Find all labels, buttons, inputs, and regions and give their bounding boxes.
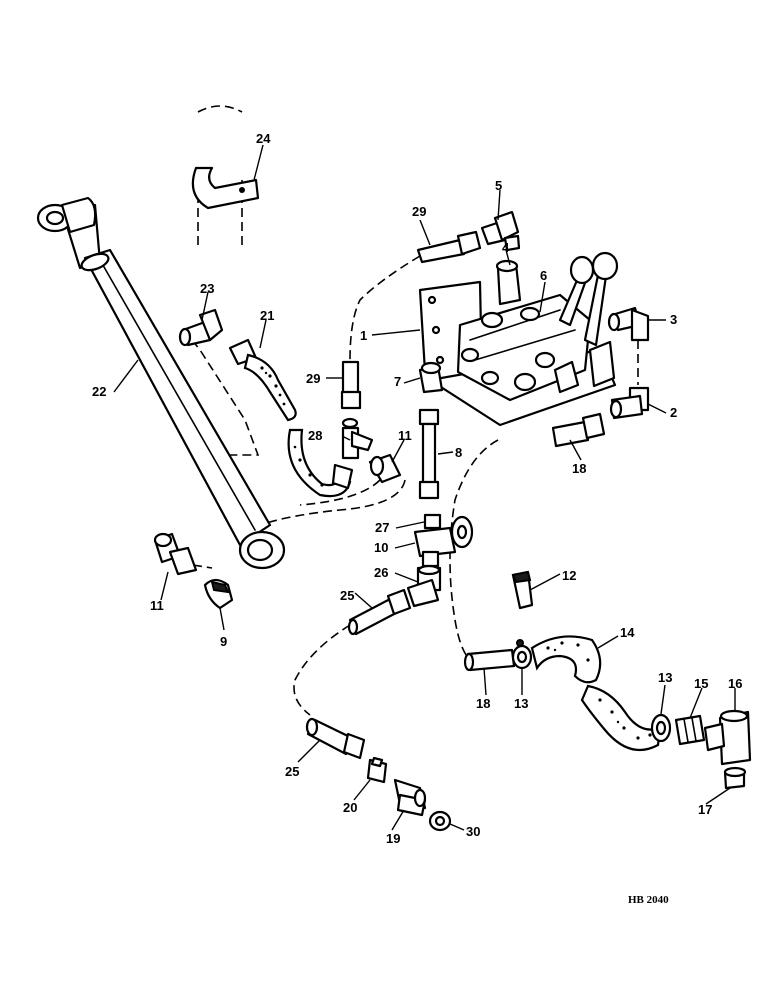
callout-26: 26 xyxy=(374,565,388,580)
tube-29-lower xyxy=(340,360,362,410)
callout-29-upper: 29 xyxy=(412,204,426,219)
callout-23: 23 xyxy=(200,281,214,296)
fitting-20 xyxy=(366,756,388,784)
connector-11-upper xyxy=(368,453,402,484)
control-levers xyxy=(558,251,619,347)
fitting-15 xyxy=(674,714,706,746)
elbow-fitting-23 xyxy=(178,308,224,347)
callout-19: 19 xyxy=(386,831,400,846)
callout-4: 4 xyxy=(502,240,510,255)
clamp-13-right xyxy=(650,713,672,743)
callout-11-upper: 11 xyxy=(398,428,412,443)
callout-27: 27 xyxy=(375,520,389,535)
tube-25-upper xyxy=(347,588,412,636)
tee-16 xyxy=(703,709,752,766)
fitting-7 xyxy=(418,361,444,394)
hose-21 xyxy=(228,338,297,422)
callout-22: 22 xyxy=(92,384,106,399)
callout-24: 24 xyxy=(256,131,271,146)
callout-1: 1 xyxy=(360,328,367,343)
callout-20: 20 xyxy=(343,800,357,815)
callout-5: 5 xyxy=(495,178,502,193)
callout-11-lower: 11 xyxy=(150,598,164,613)
callout-15: 15 xyxy=(694,676,708,691)
callout-30: 30 xyxy=(466,824,480,839)
callout-7: 7 xyxy=(394,374,401,389)
clip-12 xyxy=(511,570,534,610)
hydraulic-cylinder-22 xyxy=(36,196,286,570)
adapter-4 xyxy=(495,259,522,306)
elbow-3 xyxy=(607,306,650,342)
callout-2: 2 xyxy=(670,405,677,420)
callout-14: 14 xyxy=(620,625,635,640)
callout-labels: 24 5 29 4 6 23 21 3 1 22 29 7 2 28 11 8 … xyxy=(92,131,742,846)
tube-29-upper xyxy=(416,230,482,264)
callout-18-lower: 18 xyxy=(476,696,490,711)
callout-8: 8 xyxy=(455,445,462,460)
washer-30 xyxy=(428,810,452,832)
tube-18-upper xyxy=(551,412,606,448)
elbow-5 xyxy=(480,210,521,252)
callout-13-left: 13 xyxy=(514,696,528,711)
callout-13-right: 13 xyxy=(658,670,672,685)
callout-6: 6 xyxy=(540,268,547,283)
control-valve-1 xyxy=(418,280,617,427)
callout-12: 12 xyxy=(562,568,576,583)
drawing-code: HB 2040 xyxy=(628,894,669,906)
elbow-26 xyxy=(406,564,442,608)
tube-8 xyxy=(418,408,440,500)
tee-fitting-28 xyxy=(341,417,374,460)
bracket-24 xyxy=(191,166,260,210)
callout-29-lower: 29 xyxy=(306,371,320,386)
fitting-19 xyxy=(393,778,427,817)
clamp-13-left xyxy=(511,639,533,670)
hose-loop xyxy=(287,428,354,498)
clip-9 xyxy=(203,578,234,610)
callout-17: 17 xyxy=(698,802,712,817)
callout-25-lower: 25 xyxy=(285,764,299,779)
elbow-2 xyxy=(609,386,650,420)
callout-16: 16 xyxy=(728,676,742,691)
tube-25-lower xyxy=(305,717,366,760)
connection-lines xyxy=(191,105,639,716)
connector-11-lower xyxy=(153,532,198,576)
tube-18-lower xyxy=(463,648,516,672)
callout-28: 28 xyxy=(308,428,322,443)
plug-17 xyxy=(723,766,747,790)
callout-18-upper: 18 xyxy=(572,461,586,476)
callout-10: 10 xyxy=(374,540,388,555)
callout-9: 9 xyxy=(220,634,227,649)
leader-lines xyxy=(113,144,736,831)
tee-fitting-10 xyxy=(413,513,474,568)
callout-21: 21 xyxy=(260,308,274,323)
hose-14 xyxy=(530,635,662,752)
callout-25-upper: 25 xyxy=(340,588,354,603)
callout-3: 3 xyxy=(670,312,677,327)
